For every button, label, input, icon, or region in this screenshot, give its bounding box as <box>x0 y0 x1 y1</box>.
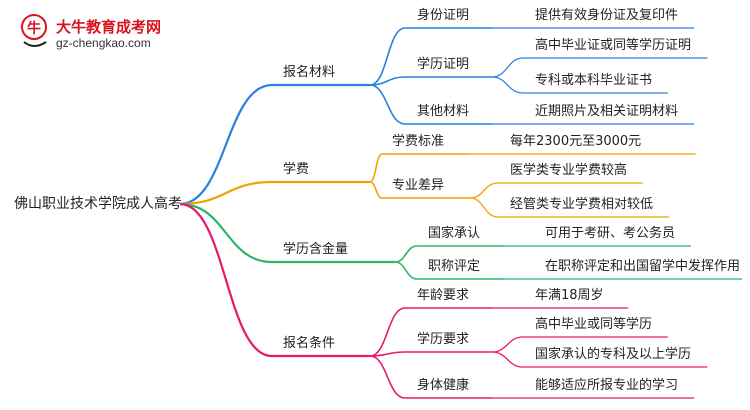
leaf-label: 每年2300元至3000元 <box>510 134 642 149</box>
leaf-label: 经管类专业学费相对较低 <box>510 197 654 212</box>
leaf-label: 年满18周岁 <box>535 288 604 303</box>
branch-label: 学历含金量 <box>283 242 349 257</box>
subtopic-connector <box>369 355 406 399</box>
subtopic-label: 专业差异 <box>392 178 445 193</box>
leaf-connector <box>469 197 499 218</box>
leaf-label: 提供有效身份证及复印件 <box>535 8 679 23</box>
mascot-icon: 牛 <box>21 14 47 47</box>
branch-label: 报名条件 <box>283 336 336 351</box>
subtopic-connector <box>369 351 406 357</box>
branch-label: 报名材料 <box>283 65 336 80</box>
subtopic-label: 学历证明 <box>417 57 470 72</box>
leaf-label: 医学类专业学费较高 <box>510 163 628 178</box>
subtopic-label: 学费标准 <box>392 134 445 149</box>
leaf-connector <box>469 182 499 199</box>
subtopic-connector <box>369 307 406 357</box>
subtopic-label: 学历要求 <box>417 332 470 347</box>
subtopic-connector <box>394 261 418 280</box>
subtopic-label: 国家承认 <box>428 226 481 241</box>
leaf-label: 近期照片及相关证明材料 <box>535 104 679 119</box>
branch-connector <box>179 83 273 206</box>
leaf-connector <box>491 57 524 78</box>
leaf-label: 能够适应所报专业的学习 <box>535 378 679 393</box>
site-logo: 牛 大牛教育成考网 gz-chengkao.com <box>18 12 162 56</box>
leaf-connector <box>491 351 524 368</box>
subtopic-label: 身份证明 <box>417 8 470 23</box>
leaf-label: 国家承认的专科及以上学历 <box>535 347 692 362</box>
leaf-label: 高中毕业证或同等学历证明 <box>535 38 692 53</box>
subtopic-label: 年龄要求 <box>417 288 470 303</box>
branch-connector <box>179 202 273 264</box>
leaf-label: 在职称评定和出国留学中发挥作用 <box>545 259 741 274</box>
leaf-label: 高中毕业或同等学历 <box>535 317 653 332</box>
subtopic-connector <box>369 76 406 86</box>
leaf-connector <box>491 336 524 353</box>
branch-connector <box>179 180 273 206</box>
branch-label: 学费 <box>283 162 310 177</box>
leaf-label: 专科或本科毕业证书 <box>535 73 653 88</box>
subtopic-label: 身体健康 <box>417 378 470 393</box>
subtopic-connector <box>369 27 406 86</box>
svg-text:牛: 牛 <box>27 20 41 37</box>
subtopic-connector <box>369 153 383 183</box>
site-url: gz-chengkao.com <box>56 36 151 50</box>
subtopic-label: 职称评定 <box>428 259 481 274</box>
root-node: 佛山职业技术学院成人高考 <box>14 196 182 212</box>
subtopic-connector <box>369 181 383 199</box>
branch-connector <box>179 202 273 358</box>
leaf-connector <box>491 76 524 94</box>
leaf-label: 可用于考研、考公务员 <box>545 226 676 241</box>
subtopic-connector <box>394 245 418 263</box>
site-name: 大牛教育成考网 <box>56 18 162 36</box>
subtopic-label: 其他材料 <box>417 104 470 119</box>
subtopic-connector <box>369 84 406 125</box>
